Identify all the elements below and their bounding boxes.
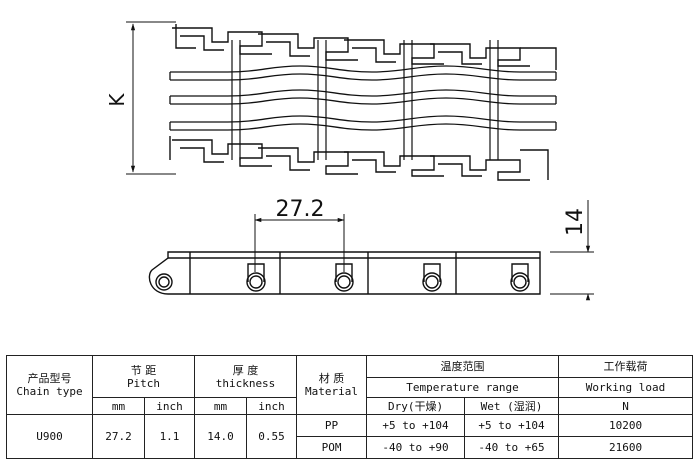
table-row: U900 27.2 1.1 14.0 0.55 PP +5 to +104 +5…	[6, 414, 694, 459]
header-material-cn: 材 质	[318, 372, 345, 385]
cell-thick-mm: 14.0	[194, 414, 247, 459]
unit-load: N	[558, 397, 694, 415]
middle-links	[169, 65, 557, 131]
cell-pitch-mm: 27.2	[92, 414, 145, 459]
header-working-load-cn: 工作载荷	[558, 355, 694, 378]
header-temperature-en: Temperature range	[366, 377, 560, 398]
unit-dry: Dry(干燥)	[366, 397, 466, 415]
cell-pitch-inch: 1.1	[144, 414, 195, 459]
chain-top-view	[169, 24, 557, 181]
header-material-en: Material	[305, 385, 358, 398]
header-thickness-en: thickness	[215, 376, 276, 390]
unit-thick-mm: mm	[194, 397, 247, 415]
header-chain-type-en: Chain type	[16, 385, 83, 398]
header-temperature-cn: 温度范围	[366, 355, 560, 378]
header-thickness: 厚 度 thickness	[193, 355, 298, 398]
overall-width-dimension	[126, 21, 176, 175]
unit-thick-inch: inch	[245, 397, 298, 415]
header-working-load-en: Working load	[558, 377, 694, 398]
cell-material: POM	[296, 436, 368, 459]
cell-dry: -40 to +90	[366, 436, 466, 459]
header-pitch-en: Pitch	[126, 376, 161, 390]
cell-dry: +5 to +104	[366, 414, 466, 437]
header-chain-type-cn: 产品型号	[27, 372, 72, 385]
cell-load: 10200	[558, 414, 694, 437]
spec-table: 产品型号 Chain type 节 距 Pitch 厚 度 thickness …	[6, 355, 694, 459]
header-chain-type: 产品型号 Chain type	[6, 355, 93, 415]
pin-holes	[155, 263, 530, 292]
cell-thick-inch: 0.55	[245, 414, 298, 459]
top-edge-links	[172, 24, 557, 70]
bottom-edge-links	[169, 136, 549, 181]
dim-pitch-label: 27.2	[276, 197, 325, 222]
dim-overall-width-label: K	[105, 93, 129, 107]
cell-material: PP	[296, 414, 368, 437]
header-pitch: 节 距 Pitch	[92, 355, 195, 398]
cell-wet: -40 to +65	[464, 436, 560, 459]
dim-height-label: 14	[563, 208, 588, 236]
header-thickness-cn: 厚 度	[232, 363, 259, 377]
pitch-dimension	[254, 214, 345, 272]
table-row: POM -40 to +90 -40 to +65 21600	[7, 436, 694, 459]
unit-pitch-inch: inch	[144, 397, 195, 415]
height-dimension	[550, 200, 594, 301]
chain-drawing: K 27.2 14	[105, 21, 594, 301]
chain-side-view	[148, 251, 541, 295]
cell-load: 21600	[558, 436, 694, 459]
header-material: 材 质 Material	[296, 355, 368, 415]
unit-wet: Wet (湿润)	[464, 397, 560, 415]
header-pitch-cn: 节 距	[130, 363, 157, 377]
cell-chain-type: U900	[6, 414, 93, 459]
unit-pitch-mm: mm	[92, 397, 145, 415]
cell-wet: +5 to +104	[464, 414, 560, 437]
